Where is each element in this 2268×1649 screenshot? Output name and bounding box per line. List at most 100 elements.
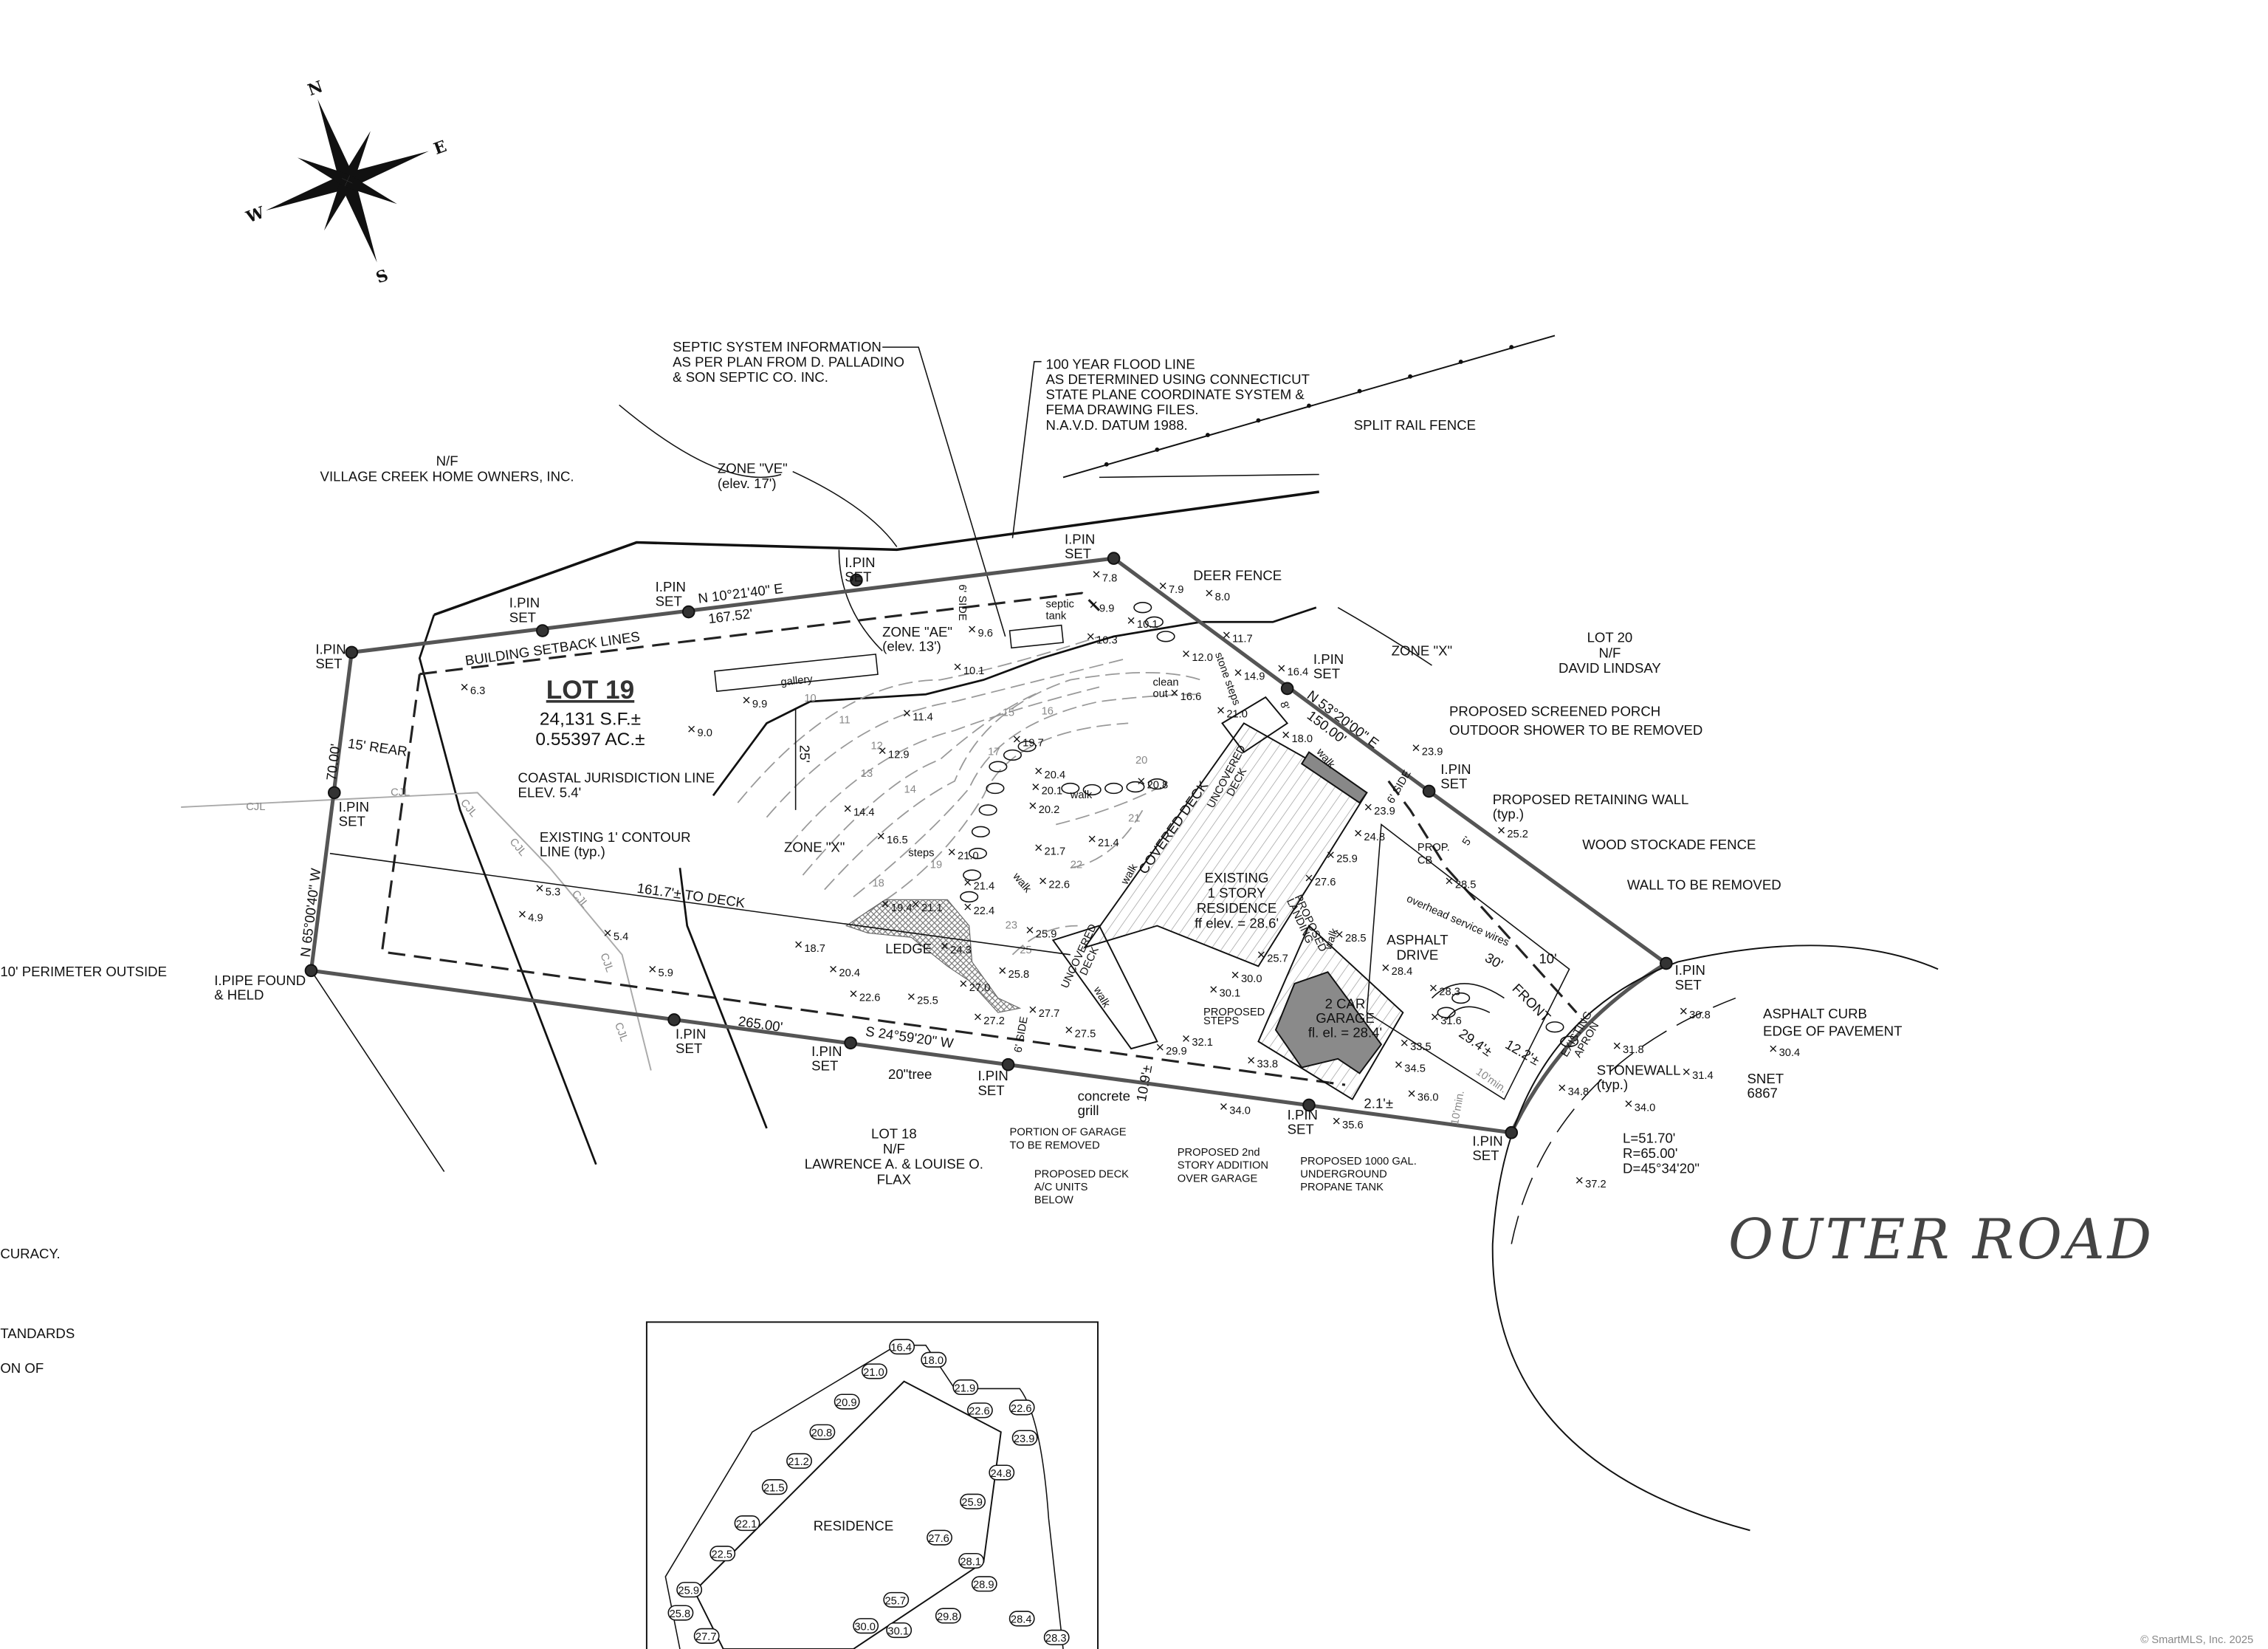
spot-mark-icon: [1382, 964, 1389, 971]
label-line: 25': [797, 745, 813, 763]
label-inset-residence: RESIDENCE: [814, 1518, 894, 1533]
label-zone-x: ZONE "X": [784, 840, 845, 855]
contour-label: 23: [1006, 920, 1017, 932]
label-line: SET: [1440, 776, 1467, 792]
label-line: ASPHALT: [1386, 932, 1448, 947]
elevation-tag: [935, 1608, 961, 1624]
label-line: DRIVE: [1397, 947, 1439, 963]
inset-elevation: 16.4: [890, 1342, 912, 1354]
label-line: EDGE OF PAVEMENT: [1763, 1023, 1902, 1038]
label-zone-ae: ZONE "AE"(elev. 13'): [882, 624, 952, 654]
label-line: 10': [1539, 951, 1556, 967]
spot-mark-icon: [964, 879, 972, 886]
label-line: ELEV. 5.4': [518, 784, 582, 800]
label-line: CJL: [391, 786, 410, 798]
spot-mark-icon: [1029, 802, 1037, 809]
label-line: 6867: [1748, 1086, 1778, 1101]
label-screened: PROPOSED SCREENED PORCH: [1449, 704, 1660, 719]
spot-mark-icon: [1210, 986, 1217, 993]
label-line: 5': [1460, 834, 1474, 848]
label-line: R=65.00': [1623, 1145, 1677, 1161]
elevation-tag: [1008, 1399, 1035, 1416]
fence-post-icon: [1509, 345, 1514, 350]
label-line: PROP.: [1418, 842, 1450, 854]
spot-mark-icon: [1683, 1069, 1690, 1075]
contour-label: 20: [1135, 755, 1147, 767]
ledge-area: [845, 899, 1022, 1013]
spot-elevation: 27.2: [983, 1015, 1005, 1027]
spot-elevation: 21.7: [1045, 846, 1066, 858]
label-standards: TANDARDS: [0, 1326, 75, 1341]
spot-elevation: 7.9: [1169, 584, 1183, 596]
spot-mark-icon: [1223, 631, 1230, 639]
label-line: 30': [1482, 950, 1505, 972]
elevation-tag: [676, 1582, 703, 1598]
elevation-tag: [1043, 1629, 1070, 1645]
spot-elevation: 9.9: [1099, 603, 1114, 615]
spot-elevation: 20.1: [1042, 785, 1063, 797]
spot-elevation: 21.1: [921, 902, 943, 914]
inset-elevation: 23.9: [1014, 1433, 1035, 1445]
spot-elevation: 12.0: [1192, 652, 1213, 664]
label-side8: 8': [1277, 700, 1291, 712]
spot-elevation: 33.5: [1410, 1041, 1432, 1053]
label-line: I.PIN: [676, 1026, 706, 1041]
label-line: AS PER PLAN FROM D. PALLADINO: [673, 354, 904, 370]
contour-label: 16: [1042, 706, 1054, 718]
contour-label: 19: [930, 859, 942, 871]
label-line: ASPHALT CURB: [1763, 1006, 1867, 1021]
label-line: PROPOSED 2nd: [1178, 1147, 1260, 1159]
label-line: PROPOSED SCREENED PORCH: [1449, 704, 1660, 719]
label-line: stone steps: [1212, 651, 1243, 707]
iron-pin-icon: [1422, 784, 1436, 798]
elevation-tag: [809, 1424, 836, 1440]
label-line: SEPTIC SYSTEM INFORMATION: [673, 339, 882, 354]
label-cjl-tag: CJL: [597, 952, 615, 974]
contour-label: 13: [861, 768, 873, 780]
label-line: ZONE "X": [784, 840, 845, 855]
label-tree: 20"tree: [888, 1066, 932, 1082]
spot-mark-icon: [948, 849, 955, 856]
label-line: I.PIN: [1472, 1133, 1502, 1148]
stone-icon: [1144, 616, 1164, 628]
spot-mark-icon: [830, 965, 836, 973]
label-line: LOT 18: [871, 1126, 917, 1142]
inset-elevation: 24.8: [990, 1468, 1011, 1480]
label-line: 6' SIDE: [1385, 768, 1414, 806]
label-rear: 15' REAR: [347, 736, 408, 759]
stone-icon: [1451, 992, 1471, 1004]
inset-elevation: 28.3: [1045, 1633, 1067, 1645]
spot-elevation: 24.8: [1364, 832, 1385, 843]
spot-elevation: 9.6: [977, 628, 992, 640]
label-line: CJL: [507, 836, 529, 858]
label-line: DEER FENCE: [1193, 567, 1282, 583]
iron-pin-icon: [1302, 1098, 1316, 1112]
label-line: & HELD: [214, 987, 264, 1003]
road-edge: [1491, 945, 1939, 1532]
stone-icon: [989, 761, 1008, 772]
spot-mark-icon: [1248, 1057, 1255, 1064]
label-lot19: LOT 19: [546, 676, 635, 704]
label-line: & SON SEPTIC CO. INC.: [673, 369, 828, 385]
spot-mark-icon: [1206, 589, 1213, 597]
label-area: 24,131 S.F.±0.55397 AC.±: [535, 709, 645, 749]
spot-mark-icon: [844, 805, 851, 812]
spot-elevation: 20.4: [1045, 769, 1066, 781]
label-side6: 6' SIDE: [1012, 1015, 1030, 1054]
iron-pin-icon: [850, 573, 863, 587]
fence-post-icon: [1205, 433, 1210, 438]
label-line: 2 CAR: [1325, 995, 1366, 1011]
label-line: I.PIN: [1675, 962, 1705, 978]
stone-icon: [968, 848, 987, 860]
spot-mark-icon: [1282, 731, 1290, 738]
spot-mark-icon: [1217, 707, 1224, 714]
